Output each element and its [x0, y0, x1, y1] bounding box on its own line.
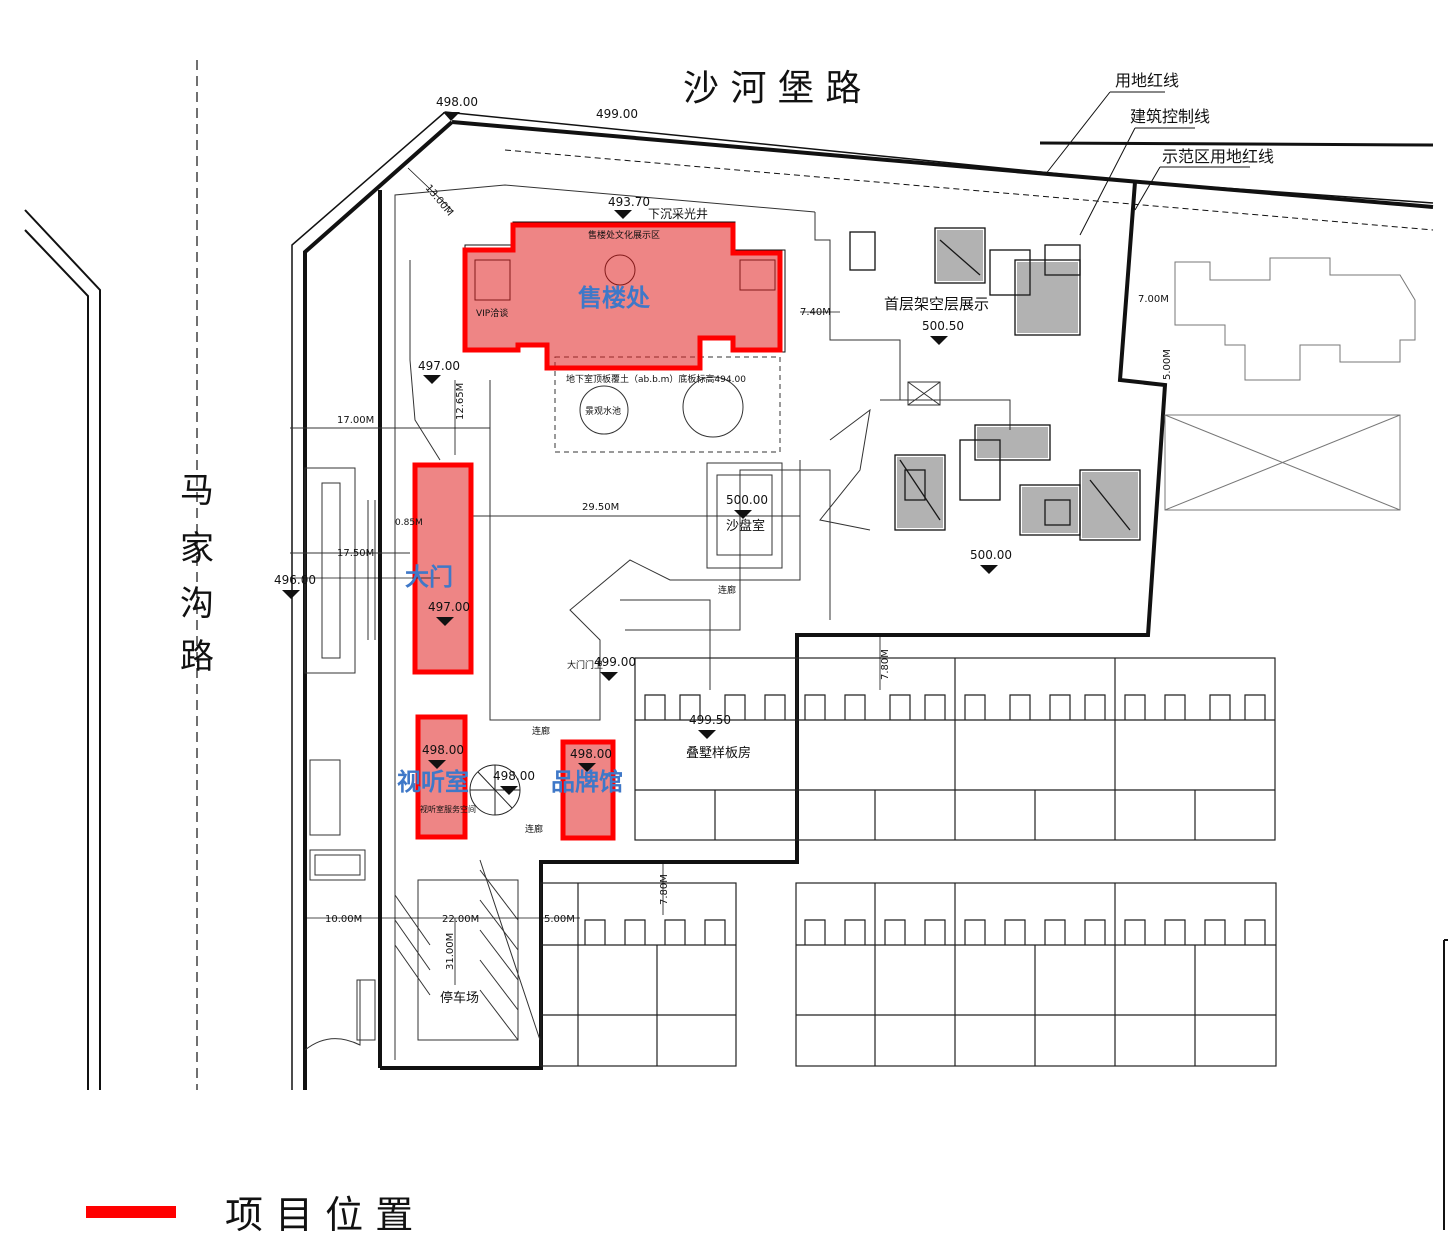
main-gate-highlight: [412, 462, 474, 675]
villa-model-label: 叠墅样板房: [686, 745, 751, 761]
residential-plans-fill: [897, 230, 1138, 538]
land-red-line-annotation: 用地红线: [1115, 71, 1179, 90]
west-road-char-1: 马: [180, 471, 214, 511]
dimension-label: 13.00M: [423, 183, 455, 219]
elevation-label: 499.00: [594, 655, 636, 669]
elevation-label: 498.00: [422, 743, 464, 757]
dimension-label: 7.80M: [659, 874, 670, 905]
av-room-label: 视听室: [397, 768, 469, 796]
corridor-label: 连廊: [525, 823, 543, 835]
dimension-label: 29.50M: [582, 502, 619, 513]
west-road-char-2: 家: [180, 529, 214, 569]
dimension-label: 0.85M: [395, 518, 423, 528]
residential-plans: [849, 227, 1141, 541]
elevation-label: 496.00: [274, 573, 316, 587]
dimension-label: 7.00M: [1138, 294, 1169, 305]
sales-office-label: 售楼处: [578, 284, 650, 312]
elevation-label: 493.70: [608, 195, 650, 209]
elevation-label: 498.00: [493, 769, 535, 783]
vip-label: VIP洽谈: [476, 307, 508, 319]
elevation-label: 497.00: [418, 359, 460, 373]
dimension-label: 7.80M: [880, 649, 891, 680]
dimension-label: 7.40M: [800, 307, 831, 318]
townhouse-blocks: [540, 657, 1277, 1067]
sand-table-room-label: 沙盘室: [726, 518, 765, 534]
elevation-label: 500.00: [726, 493, 768, 507]
dimension-label: 31.00M: [445, 933, 456, 970]
brand-hall-label: 品牌馆: [551, 768, 623, 796]
dimension-label: 22.00M: [442, 914, 479, 925]
demo-land-red-line-annotation: 示范区用地红线: [1162, 147, 1274, 166]
first-floor-showroom-label: 首层架空层展示: [884, 295, 989, 313]
dimension-label: 5.00M: [544, 914, 575, 925]
basement-note-label: 地下室顶板覆土（ab.b.m）底板标高494.00: [566, 373, 746, 385]
brand-hall-highlight: [560, 739, 616, 841]
dimension-label: 17.00M: [337, 415, 374, 426]
building-control-line-annotation: 建筑控制线: [1130, 107, 1210, 126]
corridor-label: 连廊: [532, 725, 550, 737]
right-buildings: [1164, 257, 1416, 511]
dimension-label: 10.00M: [325, 914, 362, 925]
right-frame: [1443, 939, 1448, 1230]
legend-label: 项 目 位 置: [225, 1193, 413, 1237]
north-road-label: 沙 河 堡 路: [683, 68, 861, 109]
left-strip: [304, 467, 376, 1051]
dimension-label: 5.00M: [1162, 349, 1173, 380]
dimension-label: 17.50M: [337, 548, 374, 559]
west-road-char-3: 沟: [180, 584, 214, 624]
gate-guard-label: 大门门卫: [567, 659, 603, 671]
elevation-label: 499.50: [689, 713, 731, 727]
parking-label: 停车场: [440, 990, 479, 1006]
parking-lot: [394, 859, 541, 1041]
av-room-highlight: [415, 714, 468, 840]
highlight-areas: [412, 222, 783, 841]
elevation-label: 497.00: [428, 600, 470, 614]
annotation-leaders: [1044, 91, 1250, 236]
elevation-label: 498.00: [436, 95, 478, 109]
sales-inner-label: 售楼处文化展示区: [588, 229, 660, 241]
dimension-label: 12.65M: [455, 383, 466, 420]
sunken-well-label: 下沉采光井: [648, 207, 708, 221]
west-road-char-4: 路: [180, 637, 214, 677]
legend-swatch: [86, 1206, 176, 1218]
north-road-lines: [444, 111, 1434, 231]
elevation-label: 500.00: [970, 548, 1012, 562]
av-inner-label: 视听室服务空间: [420, 804, 476, 814]
main-gate-label: 大门: [405, 563, 453, 591]
inner-lines: [290, 184, 1011, 1060]
elevation-label: 500.50: [922, 319, 964, 333]
elevation-label: 498.00: [570, 747, 612, 761]
west-road-lines: [24, 60, 454, 1090]
sales-office-highlight: [462, 222, 783, 371]
elevation-label: 499.00: [596, 107, 638, 121]
water-feature-label: 景观水池: [585, 405, 621, 417]
elevation-markers: [282, 112, 998, 795]
corridor-label: 连廊: [718, 584, 736, 596]
dimension-lines: [290, 167, 881, 985]
